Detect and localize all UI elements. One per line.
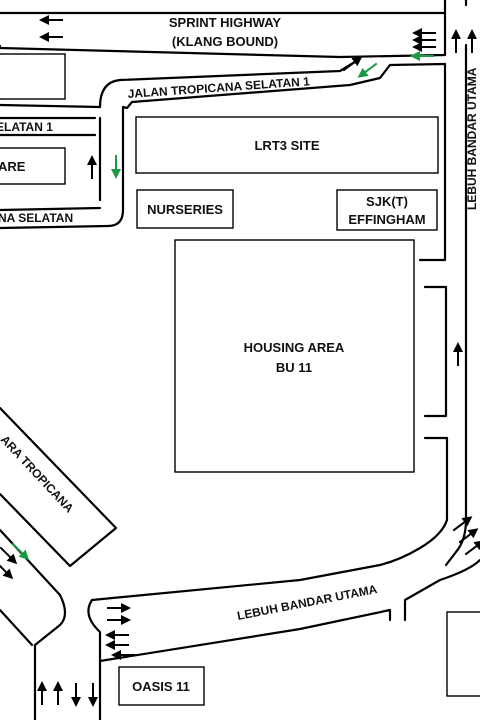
traffic-arrow-ur-icon bbox=[458, 528, 479, 544]
traffic-arrow-ur-icon bbox=[464, 540, 480, 556]
sjkt-label: SJK(T) bbox=[366, 194, 408, 209]
building-oasis-11 bbox=[118, 666, 205, 706]
traffic-arrow-dr-icon bbox=[0, 546, 18, 565]
building-are bbox=[0, 147, 66, 185]
lebuh-bandar-utama-bottom-road bbox=[90, 563, 392, 663]
building-top-left bbox=[0, 53, 66, 100]
traffic-arrow-ur-icon bbox=[342, 56, 363, 72]
building-sjkt-effingham bbox=[336, 189, 438, 231]
ara-tropicana-road bbox=[0, 406, 118, 720]
traffic-arrow-ur-icon bbox=[452, 516, 473, 532]
sprint-highway-sublabel: (KLANG BOUND) bbox=[172, 34, 278, 49]
building-bottom-right bbox=[446, 611, 480, 697]
traffic-arrow-dl-icon bbox=[357, 62, 378, 78]
building-housing-area bbox=[174, 239, 415, 473]
building-nurseries bbox=[136, 189, 234, 229]
bu-11-label: BU 11 bbox=[276, 360, 312, 375]
traffic-arrow-dr-icon bbox=[0, 564, 14, 580]
nurseries-label: NURSERIES bbox=[147, 202, 223, 217]
oasis-11-label: OASIS 11 bbox=[132, 679, 190, 694]
traffic-arrow-dr-icon bbox=[11, 542, 30, 561]
housing-area-label: HOUSING AREA bbox=[244, 340, 345, 355]
lebuh-bandar-utama-vertical-label: LEBUH BANDAR UTAMA bbox=[465, 67, 479, 210]
building-lrt3-site bbox=[135, 116, 439, 174]
are-label: ARE bbox=[0, 159, 26, 174]
effingham-label: EFFINGHAM bbox=[348, 212, 425, 227]
sprint-highway-label: SPRINT HIGHWAY bbox=[169, 15, 282, 30]
na-selatan-label: NA SELATAN bbox=[0, 211, 73, 225]
selatan-1-label: ELATAN 1 bbox=[0, 120, 53, 134]
lrt3-site-label: LRT3 SITE bbox=[254, 138, 319, 153]
jalan-tropicana-selatan-1-road bbox=[0, 44, 447, 230]
